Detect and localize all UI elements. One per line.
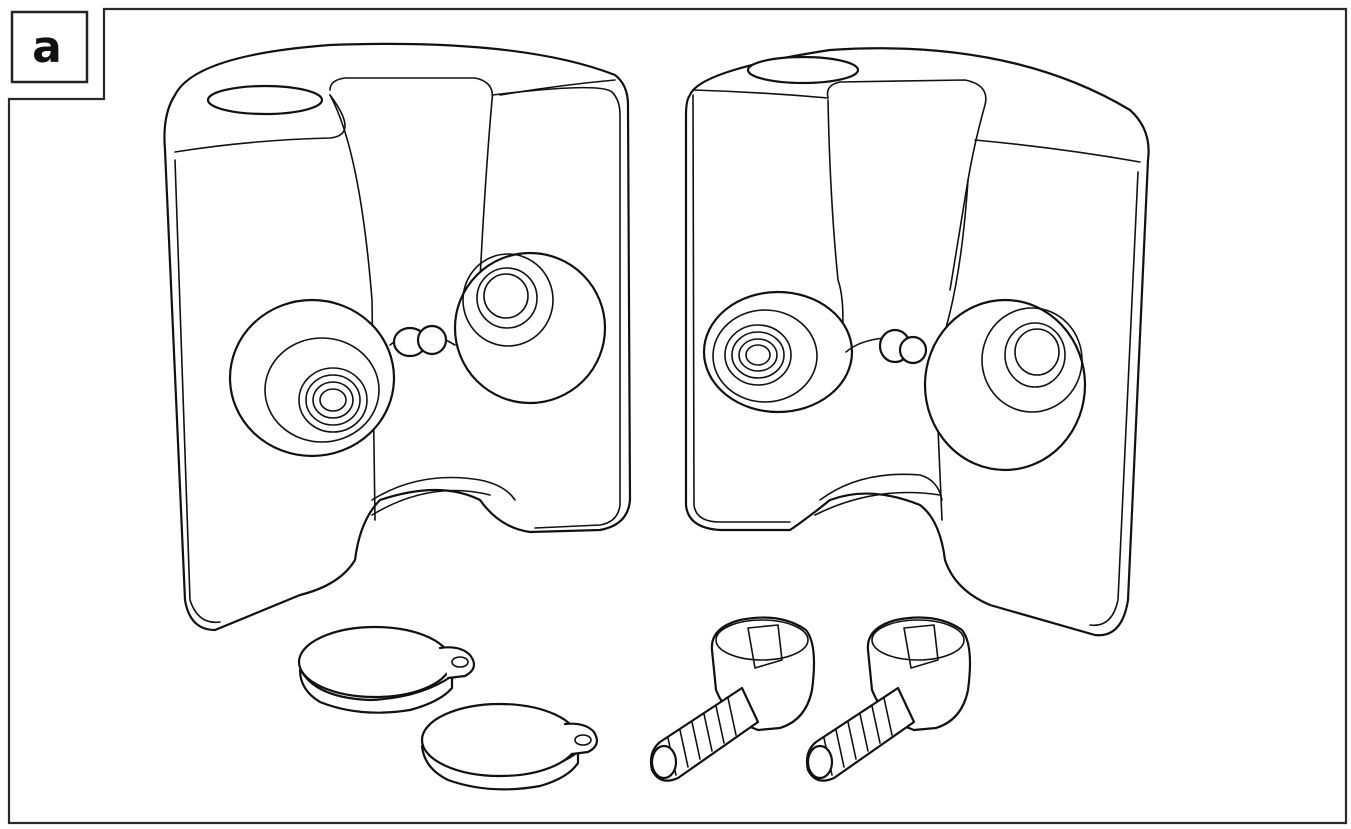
cover-cap-1 xyxy=(297,625,476,714)
left-clamp-thread-boss xyxy=(453,251,607,405)
panel-label: a xyxy=(10,10,89,84)
left-clamp-top-edge xyxy=(174,94,346,153)
right-clamp-hinge-tab xyxy=(845,328,928,365)
left-clamp-half xyxy=(163,42,632,632)
cover-cap-2 xyxy=(420,702,599,791)
left-clamp-screw-boss xyxy=(228,298,396,458)
left-clamp-top-bore xyxy=(206,84,324,116)
clamp-screw-1 xyxy=(649,616,816,782)
right-clamp-half xyxy=(684,47,1150,637)
panel-label-text: a xyxy=(32,22,62,73)
right-clamp-thread-boss xyxy=(702,290,854,414)
figure-frame xyxy=(7,7,1348,825)
right-clamp-screw-boss xyxy=(923,298,1087,472)
clamp-screw-2 xyxy=(805,616,972,782)
right-clamp-top-bore xyxy=(746,55,860,85)
right-clamp-top-edge xyxy=(692,89,829,99)
right-clamp-groove xyxy=(826,79,987,291)
left-clamp-hinge-tab xyxy=(389,324,456,358)
